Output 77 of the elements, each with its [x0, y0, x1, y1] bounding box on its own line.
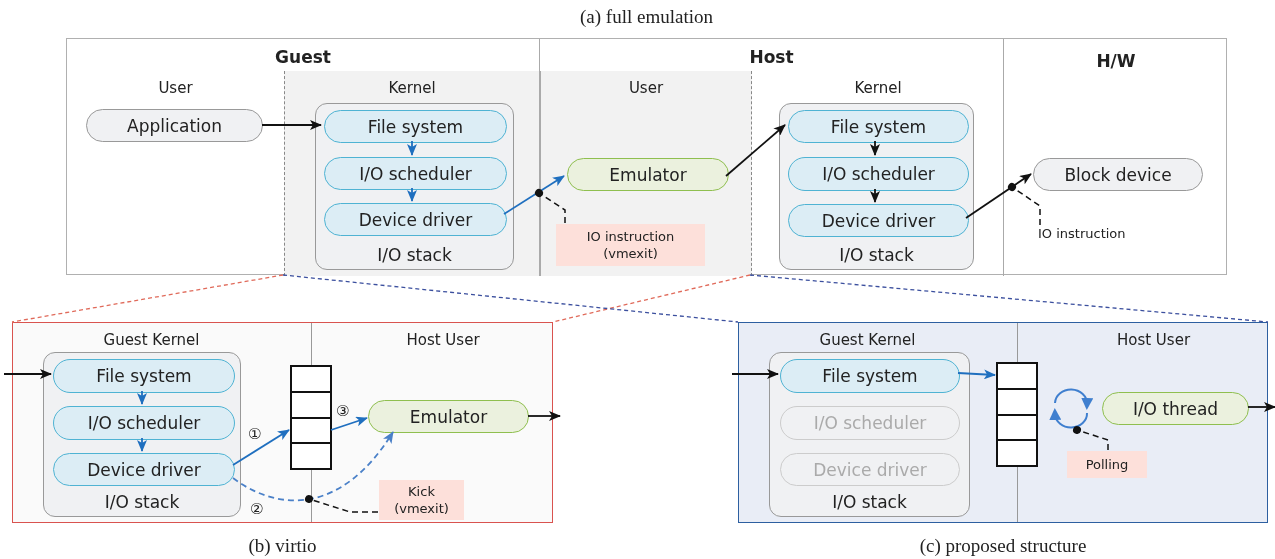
stack-container	[779, 103, 974, 270]
arrow	[232, 431, 394, 502]
leader-line	[305, 495, 379, 513]
arrow	[870, 188, 880, 203]
arrow	[407, 140, 417, 156]
section-heading: Host User	[1115, 331, 1192, 349]
process-box: Device driver	[53, 453, 235, 486]
process-box: Device driver	[788, 204, 969, 237]
process-box: I/O scheduler	[780, 406, 960, 440]
panel-caption: (a) full emulation	[579, 6, 714, 28]
stack-container	[315, 103, 514, 270]
section-heading: Kernel	[853, 79, 903, 97]
arrow	[407, 187, 417, 202]
stack-label: I/O stack	[103, 492, 181, 512]
arrow	[527, 411, 561, 421]
stack-container	[769, 352, 970, 517]
process-box: I/O thread	[1102, 392, 1249, 425]
arrow	[957, 369, 996, 380]
section-area	[284, 71, 539, 276]
section-heading: Guest Kernel	[818, 331, 917, 349]
process-box: Device driver	[780, 453, 960, 486]
process-box: File system	[53, 359, 235, 393]
arrow	[137, 390, 147, 405]
section-heading: H/W	[1095, 51, 1137, 71]
process-box: Emulator	[368, 400, 529, 433]
cycle-icon	[1047, 387, 1095, 431]
arrow	[3, 369, 52, 379]
circled-number: ②	[250, 500, 264, 518]
note-box: Kick (vmexit)	[379, 480, 464, 520]
note-box: IO instruction (vmexit)	[556, 224, 705, 266]
section-heading: Host User	[405, 331, 481, 349]
circled-number: ①	[248, 425, 262, 443]
arrow	[137, 437, 147, 452]
process-box: Application	[86, 109, 263, 142]
zoom-line	[749, 274, 1269, 323]
section-heading: User	[157, 79, 194, 97]
queue-drawing	[290, 365, 332, 470]
note-text: IO instruction	[1038, 226, 1142, 244]
circled-number: ③	[336, 402, 350, 420]
stack-label: I/O stack	[831, 492, 908, 512]
stack-label: I/O stack	[376, 245, 453, 265]
arrow	[1247, 402, 1275, 412]
arrow	[232, 429, 290, 466]
arrow	[965, 173, 1032, 219]
section-heading: User	[627, 79, 665, 97]
zoom-line	[11, 274, 284, 323]
leader-line	[535, 189, 566, 224]
panel-caption: (c) proposed structure	[918, 535, 1088, 557]
process-box: I/O scheduler	[324, 157, 507, 190]
queue-drawing	[996, 362, 1038, 467]
section-heading: Guest Kernel	[102, 331, 201, 349]
process-box: Block device	[1033, 158, 1203, 191]
section-heading: Guest	[274, 47, 332, 67]
leader-line	[1073, 426, 1109, 451]
arrow	[503, 175, 565, 215]
process-box: Device driver	[324, 203, 507, 236]
section-heading: Kernel	[387, 79, 437, 97]
process-box: I/O scheduler	[53, 406, 235, 440]
zoom-line	[282, 274, 739, 323]
process-box: File system	[324, 110, 507, 143]
process-box: File system	[788, 110, 969, 143]
note-box: Polling	[1067, 451, 1147, 478]
process-box: File system	[780, 359, 960, 393]
arrow	[731, 369, 779, 379]
stack-label: I/O stack	[838, 245, 915, 265]
arrow	[330, 416, 368, 431]
zoom-line	[552, 274, 751, 323]
section-heading: Host	[748, 47, 795, 67]
arrow	[870, 140, 880, 156]
section-area	[540, 71, 752, 276]
stack-container	[43, 352, 241, 517]
panel-caption: (b) virtio	[247, 535, 318, 557]
process-box: I/O scheduler	[788, 157, 969, 191]
leader-line	[1008, 183, 1041, 226]
arrow	[261, 120, 322, 130]
arrow	[725, 124, 786, 177]
process-box: Emulator	[567, 158, 729, 191]
